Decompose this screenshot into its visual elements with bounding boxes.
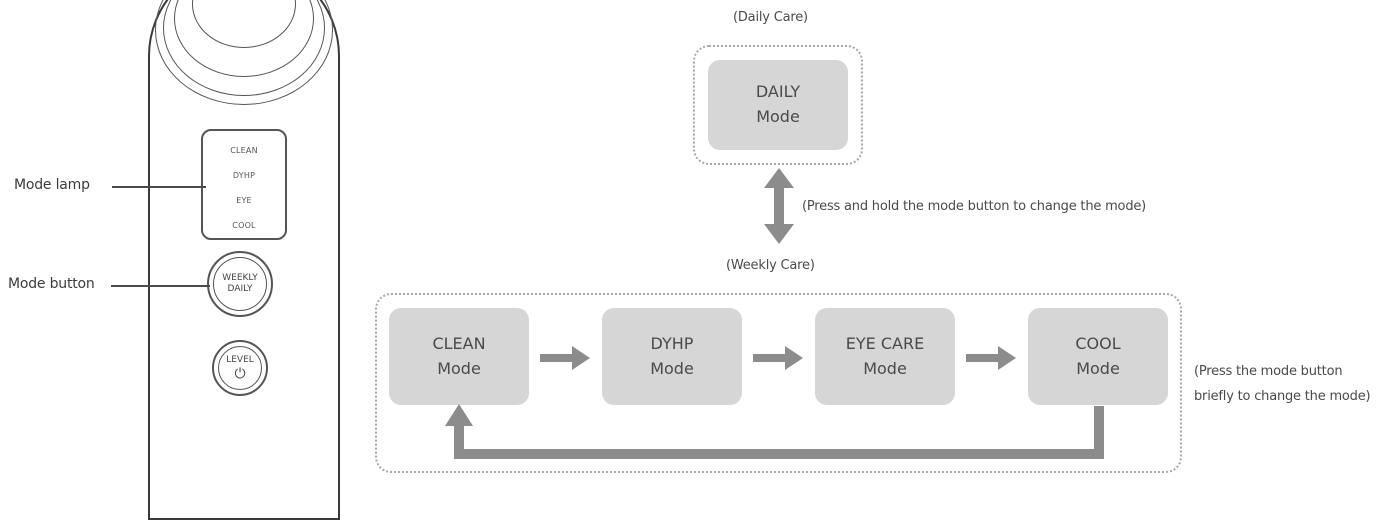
lamp-cool: COOL	[232, 221, 256, 230]
double-arrow-icon	[764, 168, 794, 244]
hold-instruction: (Press and hold the mode button to chang…	[802, 199, 1147, 214]
mode-button-label-weekly: WEEKLY	[222, 272, 258, 283]
daily-mode-name: DAILY	[755, 82, 801, 102]
clean-mode-suffix: Mode	[437, 358, 481, 378]
mode-lamp-callout-label: Mode lamp	[14, 177, 90, 193]
cool-mode-box: COOL Mode	[1028, 308, 1168, 405]
eye-care-mode-name: EYE CARE	[845, 333, 925, 353]
weekly-instruction-line-2: briefly to change the mode)	[1194, 389, 1371, 404]
level-power-button[interactable]: LEVEL ⏻	[212, 340, 268, 396]
daily-care-group	[693, 45, 863, 165]
daily-care-caption: (Daily Care)	[733, 10, 808, 25]
dyhp-mode-box: DYHP Mode	[602, 308, 742, 405]
daily-mode-box: DAILY Mode	[708, 60, 848, 150]
cool-mode-name: COOL	[1075, 333, 1121, 353]
clean-mode-name: CLEAN	[432, 333, 486, 353]
level-button-label: LEVEL	[226, 355, 254, 366]
eye-care-mode-box: EYE CARE Mode	[815, 308, 955, 405]
lamp-eye: EYE	[236, 196, 252, 205]
clean-mode-box: CLEAN Mode	[389, 308, 529, 405]
loop-back-arrow-icon	[445, 404, 1104, 459]
weekly-instruction: (Press the mode button briefly to change…	[1194, 359, 1371, 409]
dyhp-mode-name: DYHP	[650, 333, 694, 353]
lamp-clean: CLEAN	[230, 146, 258, 155]
mode-lamp-callout-line	[112, 186, 206, 188]
mode-button-label-daily: DAILY	[227, 284, 253, 294]
weekly-instruction-line-1: (Press the mode button	[1194, 364, 1343, 379]
mode-button-callout-label: Mode button	[8, 276, 95, 292]
weekly-care-caption: (Weekly Care)	[726, 258, 815, 273]
dyhp-mode-suffix: Mode	[650, 358, 694, 378]
weekly-daily-mode-button[interactable]: WEEKLY DAILY	[207, 251, 273, 317]
eye-care-mode-suffix: Mode	[863, 358, 907, 378]
arrow-right-icon	[753, 346, 803, 370]
arrow-right-icon	[540, 346, 590, 370]
mode-lamp-panel: CLEAN DYHP EYE COOL	[201, 129, 287, 240]
lamp-dyhp: DYHP	[232, 171, 256, 180]
arrow-right-icon	[966, 346, 1016, 370]
cool-mode-suffix: Mode	[1076, 358, 1120, 378]
daily-mode-suffix: Mode	[756, 107, 800, 126]
mode-button-callout-line	[111, 285, 210, 287]
weekly-care-group	[375, 293, 1182, 473]
power-icon: ⏻	[234, 365, 246, 382]
